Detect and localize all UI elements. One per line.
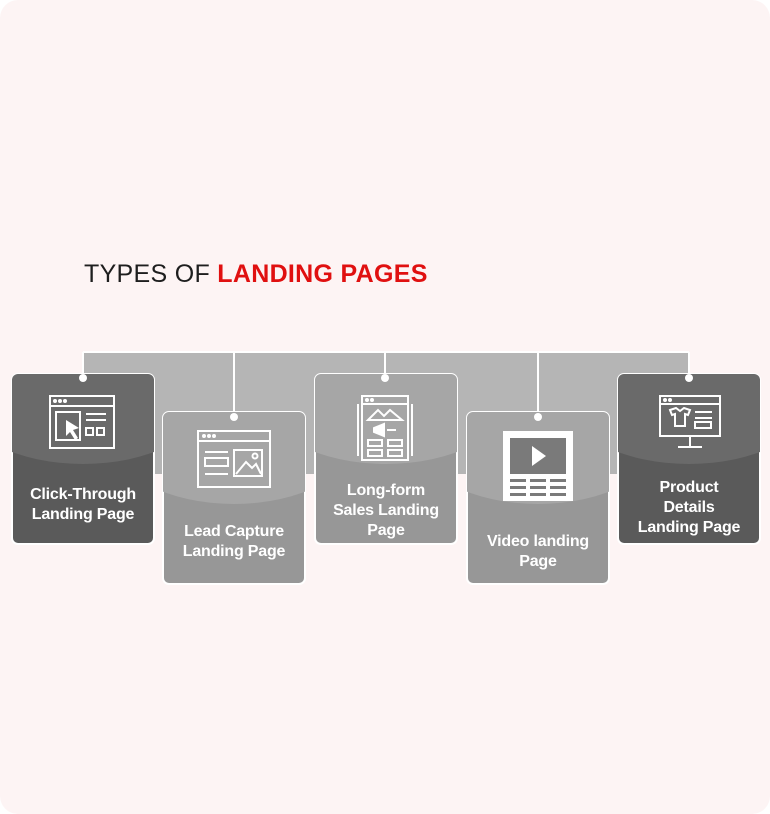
- label-line: Landing Page: [637, 519, 741, 536]
- label-line: Long-form: [346, 482, 426, 499]
- long-form-sales-page-icon: [357, 395, 413, 461]
- card-video-landing: [466, 411, 610, 585]
- label-line: Landing Page: [182, 543, 286, 560]
- label-line: Lead Capture: [184, 523, 284, 540]
- card-click-through: [11, 373, 155, 545]
- click-through-page-icon: [49, 395, 115, 449]
- title-accent: LANDING PAGES: [217, 260, 428, 288]
- product-details-page-icon: [659, 395, 721, 448]
- label-line: Product: [659, 479, 719, 496]
- label-line: Sales Landing: [333, 502, 439, 519]
- card-label-lead-capture: Lead Capture Landing Page: [165, 522, 303, 562]
- label-line: Details: [663, 499, 715, 516]
- label-line: Video landing: [486, 533, 589, 550]
- video-page-icon: [503, 431, 573, 501]
- label-line: Click-Through: [30, 486, 136, 503]
- label-line: Page: [367, 522, 405, 539]
- card-label-long-form-sales: Long-form Sales Landing Page: [317, 481, 455, 541]
- card-label-video-landing: Video landing Page: [469, 532, 607, 572]
- lead-capture-page-icon: [197, 430, 271, 488]
- title-lead: TYPES OF: [84, 260, 211, 288]
- diagram-title: TYPES OF LANDING PAGES: [84, 260, 428, 289]
- card-lead-capture: [162, 411, 306, 585]
- card-long-form-sales: [314, 373, 458, 545]
- card-label-click-through: Click-Through Landing Page: [14, 485, 152, 525]
- label-line: Landing Page: [31, 506, 135, 523]
- card-label-product-details: Product Details Landing Page: [620, 478, 758, 538]
- label-line: Page: [519, 553, 557, 570]
- card-product-details: [617, 373, 761, 545]
